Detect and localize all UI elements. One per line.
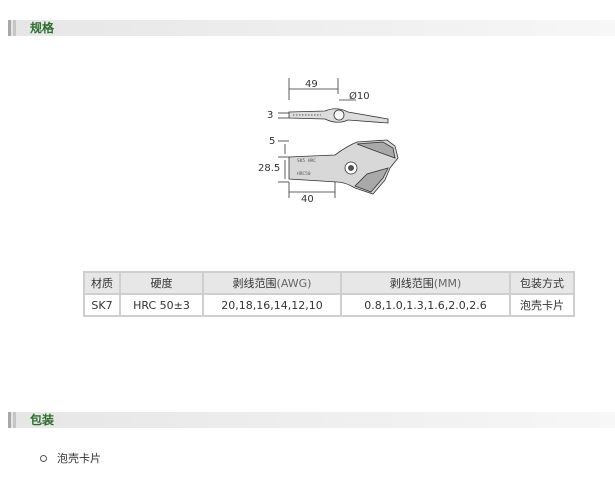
packaging-item-label: 泡壳卡片 xyxy=(57,452,101,465)
table-header-row: 材质 硬度 剥线范围(AWG) 剥线范围(MM) 包装方式 xyxy=(85,273,573,293)
cell-awg-range: 20,18,16,14,12,10 xyxy=(204,295,340,315)
col-header-hardness: 硬度 xyxy=(121,273,202,293)
blade-text-top: SK5 HRC xyxy=(297,158,316,164)
dim-label-thickness: 3 xyxy=(267,110,273,121)
dim-label-gap: 5 xyxy=(269,136,275,147)
table-row: SK7 HRC 50±3 20,18,16,14,12,10 0.8,1.0,1… xyxy=(85,295,573,315)
spec-table: 材质 硬度 剥线范围(AWG) 剥线范围(MM) 包装方式 SK7 HRC 50… xyxy=(83,271,575,317)
col-header-packaging: 包装方式 xyxy=(511,273,573,293)
handle-lower-grip xyxy=(354,167,389,193)
cell-hardness: HRC 50±3 xyxy=(121,295,202,315)
spec-section-header: 规格 xyxy=(8,20,615,36)
blade-text-bottom: HRC50 xyxy=(297,171,311,177)
circle-bullet-icon xyxy=(40,455,47,462)
dim-label-bottom-width: 40 xyxy=(301,194,314,203)
dim-label-diameter: Ø10 xyxy=(349,90,370,102)
dim-label-top-width: 49 xyxy=(305,79,318,90)
col-header-material: 材质 xyxy=(85,273,119,293)
cell-material: SK7 xyxy=(85,295,119,315)
dim-label-height: 28.5 xyxy=(258,163,280,174)
spec-section-title: 规格 xyxy=(30,21,55,35)
pack-section-title: 包装 xyxy=(30,413,55,427)
list-item: 泡壳卡片 xyxy=(40,452,101,466)
col-header-awg: 剥线范围(AWG) xyxy=(204,273,340,293)
cell-mm-range: 0.8,1.0,1.3,1.6,2.0,2.6 xyxy=(342,295,509,315)
wire-stripper-dimension-diagram: 49 Ø10 3 5 28.5 40 SK5 HRC HRC50 xyxy=(258,78,399,203)
col-header-mm: 剥线范围(MM) xyxy=(342,273,509,293)
pivot-plan-center xyxy=(348,165,354,171)
packaging-list: 泡壳卡片 xyxy=(40,452,101,466)
cell-packaging: 泡壳卡片 xyxy=(511,295,573,315)
pivot-side-circle xyxy=(333,109,345,121)
handle-upper-grip xyxy=(356,141,396,159)
section-bars-icon xyxy=(8,20,20,36)
section-bars-icon xyxy=(8,412,20,428)
pack-section-header: 包装 xyxy=(8,412,615,428)
